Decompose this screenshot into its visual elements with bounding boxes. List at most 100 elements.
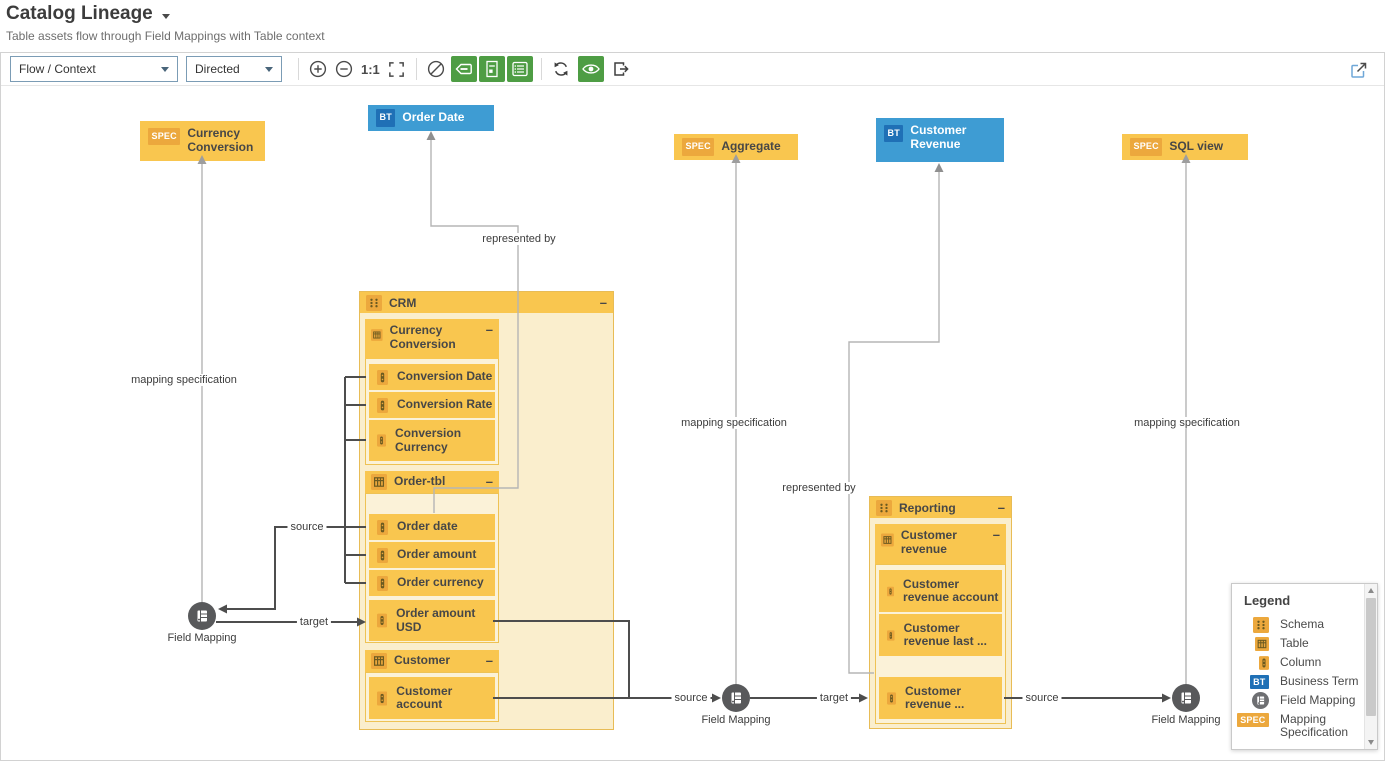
column-node-order-date[interactable]: Order date: [369, 514, 495, 540]
collapse-button[interactable]: –: [992, 527, 1000, 542]
collapse-button[interactable]: –: [485, 474, 493, 489]
asset-node-order-date-bt[interactable]: BT Order Date: [368, 105, 494, 131]
schema-group-title: Reporting: [899, 500, 956, 515]
table-node-currency-conversion[interactable]: Currency Conversion –: [365, 319, 499, 359]
column-node-conversion-rate[interactable]: Conversion Rate: [369, 392, 495, 418]
asset-label: Currency Conversion: [187, 126, 254, 154]
layout-select[interactable]: Directed: [186, 56, 282, 82]
view-mode-value: Flow / Context: [19, 62, 96, 76]
column-icon: [377, 370, 388, 385]
fit-to-screen-icon: [387, 60, 406, 79]
collapse-button[interactable]: –: [485, 322, 493, 337]
legend-item-business-term: BT Business Term: [1232, 672, 1377, 691]
schema-group-crm-header[interactable]: CRM –: [360, 292, 613, 313]
table-title: Order-tbl: [394, 474, 446, 489]
table-icon: [371, 474, 387, 490]
edge-label-mapping-specification: mapping specification: [128, 374, 240, 386]
lineage-toolbar: Flow / Context Directed 1:1: [1, 53, 1384, 86]
zoom-out-icon: [334, 59, 354, 79]
fit-to-screen-button[interactable]: [384, 56, 410, 82]
table-icon: [1255, 637, 1269, 651]
table-node-customer-revenue[interactable]: Customer revenue –: [875, 524, 1006, 564]
show-labels-button[interactable]: [450, 56, 477, 82]
legend-item-field-mapping: Field Mapping: [1232, 691, 1377, 710]
scroll-down-icon[interactable]: [1368, 740, 1374, 745]
zoom-out-button[interactable]: [331, 56, 357, 82]
column-icon: [377, 433, 386, 448]
legend-panel: Legend Schema Table Column BT Business T…: [1231, 583, 1378, 750]
collapse-button[interactable]: –: [997, 499, 1005, 515]
column-node-order-amount-usd[interactable]: Order amount USD: [369, 600, 495, 641]
asset-node-sql-view-spec[interactable]: SPEC SQL view: [1122, 134, 1248, 160]
mapping-specification-icon: SPEC: [1236, 713, 1269, 727]
page-header: Catalog Lineage Table assets flow throug…: [0, 0, 1385, 43]
asset-node-aggregate-spec[interactable]: SPEC Aggregate: [674, 134, 798, 160]
column-node-customer-revenue-account[interactable]: Customer revenue account: [879, 570, 1002, 612]
legend-scrollbar[interactable]: [1364, 584, 1377, 749]
table-node-order-tbl[interactable]: Order-tbl –: [365, 471, 499, 493]
edge-label-represented-by: represented by: [479, 233, 559, 245]
field-mapping-label: Field Mapping: [701, 714, 771, 726]
spec-badge: SPEC: [682, 138, 715, 156]
disable-overlap-button[interactable]: [423, 56, 449, 82]
refresh-button[interactable]: [548, 56, 574, 82]
edge-label-represented-by: represented by: [779, 482, 859, 494]
column-icon: [377, 398, 388, 413]
page-subtitle: Table assets flow through Field Mappings…: [6, 29, 325, 43]
show-details-button[interactable]: [478, 56, 505, 82]
zoom-in-icon: [308, 59, 328, 79]
field-mapping-icon: [193, 607, 211, 625]
zoom-in-button[interactable]: [305, 56, 331, 82]
scroll-up-icon[interactable]: [1368, 588, 1374, 593]
column-label: Customer revenue last ...: [903, 620, 987, 648]
column-label: Order date: [397, 519, 458, 534]
field-mapping-node-right[interactable]: [1172, 684, 1200, 712]
column-node-customer-revenue-last[interactable]: Customer revenue last ...: [879, 614, 1002, 656]
preview-toggle-button[interactable]: [577, 56, 604, 82]
export-button[interactable]: [608, 56, 634, 82]
legend-label: Table: [1280, 636, 1309, 650]
asset-label: Customer Revenue: [910, 123, 967, 151]
refresh-icon: [551, 59, 571, 79]
field-mapping-node-middle[interactable]: [722, 684, 750, 712]
export-icon: [611, 59, 631, 79]
collapse-button[interactable]: –: [485, 653, 493, 668]
lineage-canvas[interactable]: CRM – Currency Conversion – Conversion D…: [1, 86, 1384, 760]
field-mapping-node-left[interactable]: [188, 602, 216, 630]
column-node-order-amount[interactable]: Order amount: [369, 542, 495, 568]
view-mode-select[interactable]: Flow / Context: [10, 56, 178, 82]
column-label: Customer account: [396, 683, 453, 711]
legend-label: Schema: [1280, 617, 1325, 631]
table-node-customer[interactable]: Customer –: [365, 650, 499, 672]
asset-node-currency-conversion-spec[interactable]: SPEC Currency Conversion: [140, 121, 265, 161]
edge-label-target: target: [296, 616, 332, 628]
column-node-customer-revenue-target[interactable]: Customer revenue ...: [879, 677, 1002, 719]
open-in-new-window-button[interactable]: [1346, 57, 1372, 83]
edge-label-target: target: [816, 692, 852, 704]
scroll-thumb[interactable]: [1366, 598, 1376, 716]
table-title: Customer: [394, 653, 451, 668]
field-mapping-icon: [727, 689, 745, 707]
schema-group-title: CRM: [389, 295, 417, 310]
column-node-order-currency[interactable]: Order currency: [369, 570, 495, 596]
asset-node-customer-revenue-bt[interactable]: BT Customer Revenue: [876, 118, 1004, 162]
chevron-down-icon: [265, 66, 273, 72]
column-icon: [1259, 656, 1269, 670]
external-link-icon: [1349, 60, 1369, 80]
column-node-conversion-currency[interactable]: Conversion Currency: [369, 420, 495, 461]
table-title: Currency Conversion: [389, 323, 456, 351]
schema-group-reporting-header[interactable]: Reporting –: [870, 497, 1011, 518]
collapse-button[interactable]: –: [599, 294, 607, 310]
bt-badge: BT: [884, 124, 904, 142]
schema-icon: [1253, 617, 1269, 633]
column-icon: [377, 520, 388, 535]
title-caret-down-icon[interactable]: [161, 13, 170, 19]
edge-label-mapping-specification: mapping specification: [1131, 417, 1243, 429]
field-mapping-label: Field Mapping: [1151, 714, 1221, 726]
zoom-reset-button[interactable]: 1:1: [361, 61, 380, 77]
column-node-conversion-date[interactable]: Conversion Date: [369, 364, 495, 390]
show-list-button[interactable]: [506, 56, 533, 82]
column-node-customer-account[interactable]: Customer account: [369, 677, 495, 719]
column-label: Conversion Date: [397, 369, 493, 384]
column-label: Conversion Currency: [395, 426, 462, 454]
